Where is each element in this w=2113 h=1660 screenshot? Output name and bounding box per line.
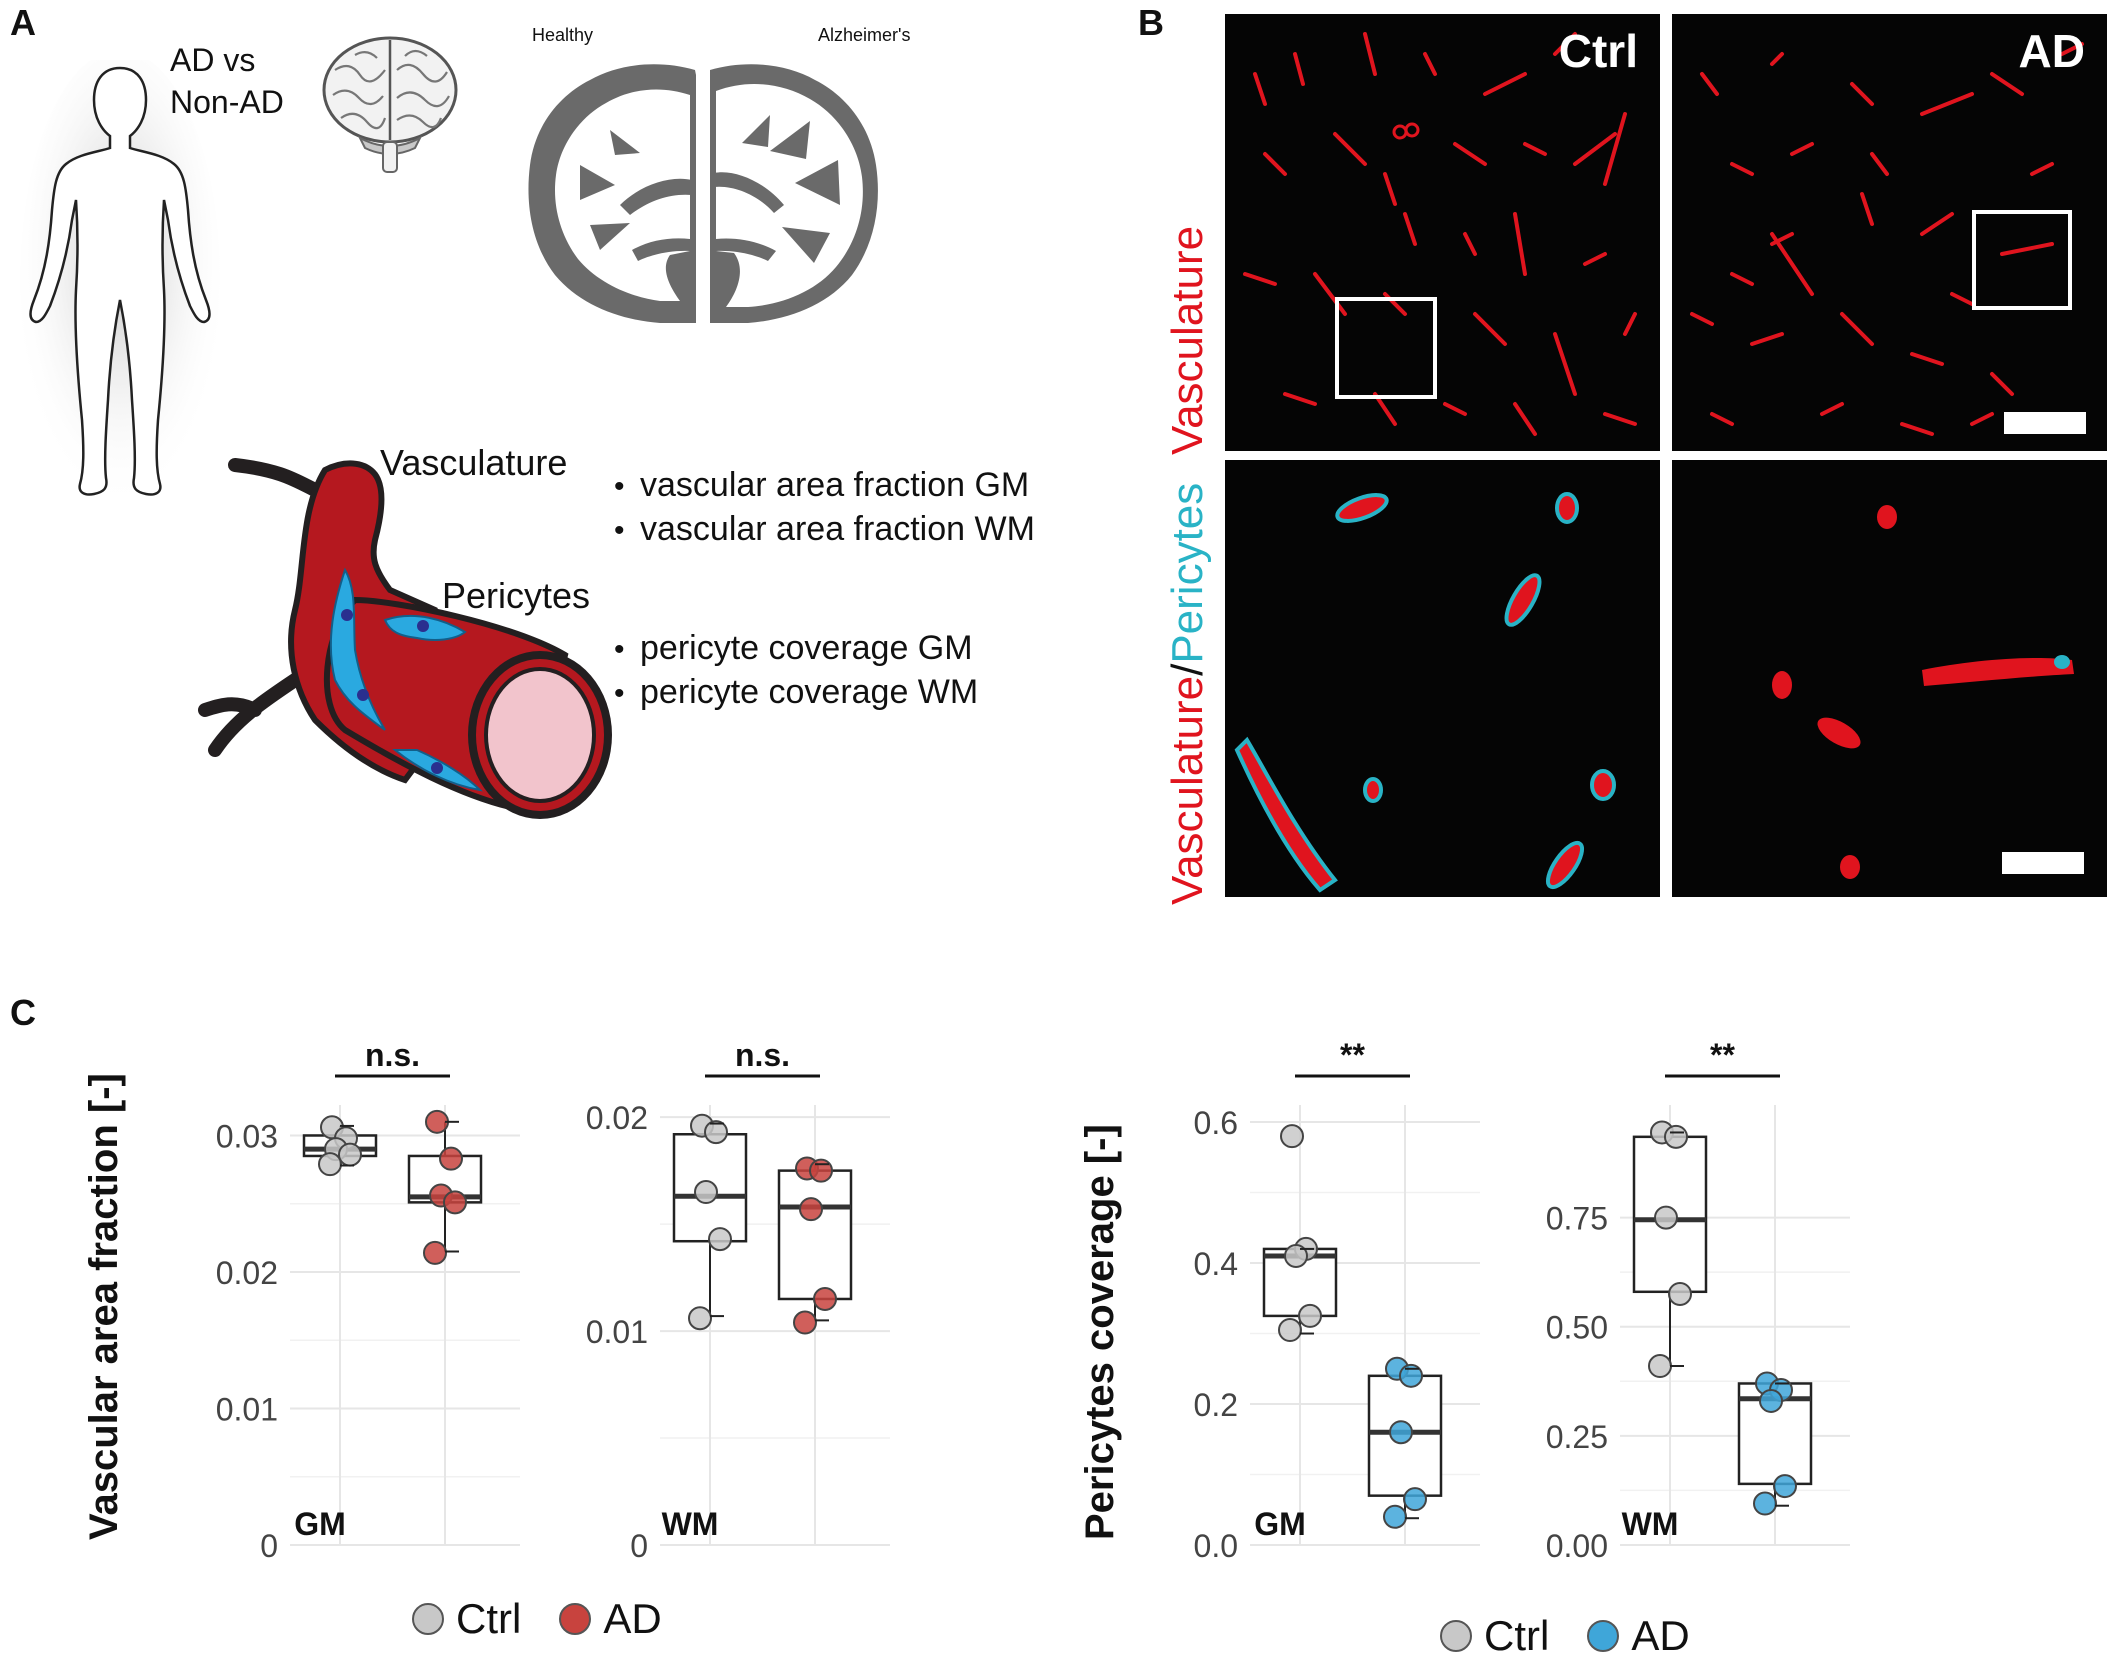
y-tick-label: 0.75	[1546, 1201, 1608, 1237]
vasculature-label: Vasculature	[380, 442, 568, 483]
data-point	[1753, 1491, 1777, 1516]
y-tick-label: 0.01	[216, 1391, 278, 1427]
data-point	[1298, 1303, 1322, 1328]
data-point	[1664, 1124, 1688, 1149]
data-point	[704, 1120, 728, 1145]
y-tick-label: 0.2	[1194, 1387, 1238, 1423]
panel-a-label: A	[10, 2, 36, 43]
pericyte-measure-item: pericyte coverage GM	[614, 627, 978, 671]
y-tick-label: 0.00	[1546, 1528, 1608, 1560]
data-point	[338, 1142, 362, 1167]
chart-vascular-gm: 0 0.01 0.02 0.03 n.s. GM	[216, 1037, 520, 1560]
x-category-label: GM	[294, 1506, 346, 1542]
chart-vascular-wm: 0 0.01 0.02 n.s. WM	[586, 1037, 890, 1560]
legend-pericyte: Ctrl AD	[1440, 1612, 1690, 1660]
micrograph-ad-overview: AD	[1672, 14, 2107, 451]
chart-pericytes-wm: 0.00 0.25 0.50 0.75 ** WM	[1546, 1037, 1850, 1560]
y-tick-label: 0	[630, 1528, 648, 1560]
legend-swatch-ad	[1587, 1620, 1620, 1652]
data-point	[1399, 1363, 1423, 1388]
data-point	[799, 1197, 823, 1222]
y-tick-label: 0.01	[586, 1314, 648, 1350]
data-point	[793, 1310, 817, 1335]
data-point	[694, 1180, 718, 1205]
data-point	[1280, 1124, 1304, 1149]
y-tick-label: 0	[260, 1528, 278, 1560]
legend-swatch-ctrl	[1440, 1620, 1472, 1652]
data-point	[1403, 1487, 1427, 1512]
y-tick-label: 0.02	[586, 1100, 648, 1136]
data-point	[1389, 1420, 1413, 1445]
y-tick-label: 0.6	[1194, 1105, 1238, 1141]
data-point	[425, 1109, 449, 1134]
scale-bar	[2004, 412, 2086, 434]
pericyte-measure-item: pericyte coverage WM	[614, 671, 978, 715]
vascular-measure-item: vascular area fraction WM	[614, 508, 1035, 552]
data-point	[1668, 1281, 1692, 1306]
pericyte-measure-list: pericyte coverage GM pericyte coverage W…	[614, 627, 978, 715]
data-point	[813, 1286, 837, 1311]
brain-icon	[322, 36, 458, 173]
data-point	[423, 1240, 447, 1265]
column-label-ad: AD	[2018, 25, 2085, 77]
data-point	[318, 1152, 342, 1177]
scale-bar	[2002, 852, 2084, 874]
data-point	[688, 1306, 712, 1331]
data-point	[439, 1146, 463, 1171]
human-silhouette-icon	[20, 60, 220, 510]
legend-label-ad: AD	[603, 1595, 662, 1642]
y-tick-label: 0.02	[216, 1255, 278, 1291]
significance-label: **	[1340, 1037, 1365, 1073]
data-point	[708, 1227, 732, 1252]
significance-label: n.s.	[735, 1037, 790, 1073]
column-label-ctrl: Ctrl	[1558, 25, 1638, 77]
data-point	[1648, 1354, 1672, 1379]
legend-label-ctrl: Ctrl	[456, 1595, 522, 1642]
y-tick-label: 0.4	[1194, 1246, 1238, 1282]
comparison-label-line2: Non-AD	[170, 84, 284, 120]
ylabel-vascular-area-fraction: Vascular area fraction [-]	[82, 1073, 126, 1540]
vascular-measure-item: vascular area fraction GM	[614, 464, 1035, 508]
legend-swatch-ctrl	[412, 1603, 444, 1635]
data-point	[443, 1190, 467, 1215]
brain-healthy-label: Healthy	[532, 25, 594, 45]
significance-label: n.s.	[365, 1037, 420, 1073]
vascular-measure-list: vascular area fraction GM vascular area …	[614, 464, 1035, 552]
row-label-vasculature: Vasculature	[1163, 225, 1212, 455]
data-point	[809, 1158, 833, 1183]
data-point	[1654, 1205, 1678, 1230]
x-category-label: WM	[662, 1506, 719, 1542]
box	[777, 1169, 853, 1301]
vessel-illustration	[198, 458, 612, 819]
micrograph-ctrl-zoom	[1225, 460, 1660, 897]
brain-alzheimers-label: Alzheimer's	[818, 25, 911, 45]
ylabel-pericytes-coverage: Pericytes coverage [-]	[1078, 1124, 1122, 1540]
pericytes-label: Pericytes	[442, 575, 591, 616]
micrograph-ctrl-overview: Ctrl	[1225, 14, 1660, 451]
data-point	[1759, 1388, 1783, 1413]
significance-label: **	[1710, 1037, 1735, 1073]
y-tick-label: 0.25	[1546, 1419, 1608, 1455]
micrograph-ad-zoom	[1672, 460, 2107, 897]
data-point	[1383, 1504, 1407, 1529]
data-point	[1278, 1318, 1302, 1342]
legend-label-ad: AD	[1631, 1612, 1690, 1659]
panel-b-label: B	[1138, 2, 1164, 43]
brain-coronal-section	[528, 64, 878, 323]
y-tick-label: 0.50	[1546, 1310, 1608, 1346]
legend-swatch-ad	[559, 1603, 592, 1635]
data-point	[1284, 1243, 1308, 1268]
data-point	[1773, 1474, 1797, 1499]
legend-label-ctrl: Ctrl	[1484, 1612, 1550, 1659]
x-category-label: WM	[1622, 1506, 1679, 1542]
row-label-vasculature-pericytes: Vasculature/Pericytes	[1163, 482, 1212, 905]
chart-pericytes-gm: 0.0 0.2 0.4 0.6 ** GM	[1194, 1037, 1480, 1560]
legend-vascular: Ctrl AD	[412, 1595, 662, 1643]
comparison-label-line1: AD vs	[170, 42, 256, 78]
x-category-label: GM	[1254, 1506, 1306, 1542]
y-tick-label: 0.03	[216, 1118, 278, 1154]
y-tick-label: 0.0	[1194, 1528, 1238, 1560]
panel-c-label: C	[10, 992, 36, 1033]
